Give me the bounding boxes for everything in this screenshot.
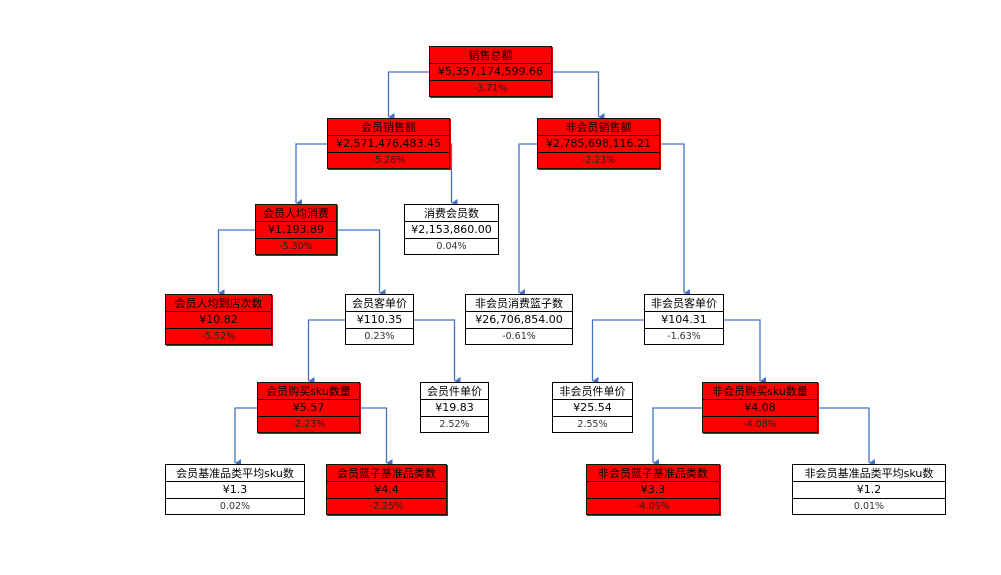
node-value: ¥2,571,476,483.45 — [328, 135, 449, 152]
node-value: ¥10.82 — [166, 311, 271, 328]
connector-arrow — [818, 407, 875, 467]
node-change-percent: -2.23% — [538, 151, 659, 169]
node-change-percent: -4.08% — [703, 415, 817, 433]
node-value: ¥2,153,860.00 — [405, 221, 498, 238]
node-change-percent: -4.09% — [587, 497, 719, 515]
node-title: 会员人均到店次数 — [174, 297, 263, 310]
node-change-percent: -2.25% — [327, 497, 446, 515]
node-value: ¥25.54 — [553, 399, 632, 416]
node-change-percent: -0.61% — [466, 327, 572, 345]
node-title: 会员篮子基准品类数 — [337, 467, 436, 480]
connector-arrow — [591, 319, 644, 385]
connector-arrow — [652, 407, 702, 467]
node-title: 会员人均消费 — [263, 207, 329, 220]
node-title: 会员购买sku数量 — [266, 385, 351, 398]
node-value: ¥4.08 — [703, 399, 817, 416]
node-change-percent: 0.04% — [405, 237, 498, 255]
node-value: ¥4.4 — [327, 481, 446, 498]
node-value: ¥3.3 — [587, 481, 719, 498]
node-title: 非会员基准品类平均sku数 — [804, 467, 934, 480]
connector-arrow — [295, 143, 327, 207]
node-change-percent: 0.02% — [166, 497, 304, 515]
node-change-percent: -3.71% — [430, 79, 551, 97]
node-title: 会员销售额 — [361, 121, 416, 134]
node-member-avg-spend: 会员人均消费¥1,193.89-5.30% — [255, 204, 337, 255]
node-value: ¥104.31 — [645, 311, 723, 328]
node-value: ¥1.2 — [793, 481, 945, 498]
node-value: ¥110.35 — [346, 311, 413, 328]
node-title: 非会员客单价 — [651, 297, 717, 310]
node-value: ¥2,785,698,116.21 — [538, 135, 659, 152]
node-nonmember-sales: 非会员销售额¥2,785,698,116.21-2.23% — [537, 118, 660, 169]
node-title: 销售总额 — [468, 49, 513, 62]
connector-arrow — [387, 71, 429, 121]
node-title: 非会员篮子基准品类数 — [598, 467, 708, 480]
node-title: 非会员件单价 — [559, 385, 626, 398]
node-member-basket-cats: 会员篮子基准品类数¥4.4-2.25% — [326, 464, 447, 515]
connector-arrow — [724, 319, 766, 385]
connector-arrow — [234, 407, 257, 467]
node-change-percent: 2.52% — [421, 415, 488, 433]
node-change-percent: -5.26% — [328, 151, 449, 169]
node-change-percent: -2.23% — [258, 415, 359, 433]
node-value: ¥5.57 — [258, 399, 359, 416]
connector-arrow — [307, 319, 345, 385]
node-title: 会员客单价 — [352, 297, 407, 310]
node-title: 非会员消费篮子数 — [475, 297, 563, 310]
node-change-percent: 2.55% — [553, 415, 632, 433]
node-value: ¥1.3 — [166, 481, 304, 498]
node-title: 消费会员数 — [424, 207, 479, 220]
connector-arrow — [660, 143, 690, 297]
connector-arrow — [450, 143, 458, 207]
connector-arrow — [518, 143, 537, 297]
node-change-percent: -1.63% — [645, 327, 723, 345]
node-title: 会员基准品类平均sku数 — [176, 467, 294, 480]
node-value: ¥26,706,854.00 — [466, 311, 572, 328]
node-value: ¥19.83 — [421, 399, 488, 416]
node-title: 非会员购买sku数量 — [712, 385, 808, 398]
connector-arrow — [414, 319, 461, 385]
connector-arrow — [360, 407, 393, 467]
node-member-sales: 会员销售额¥2,571,476,483.45-5.26% — [327, 118, 450, 169]
node-value: ¥5,357,174,599.66 — [430, 63, 551, 80]
node-nonmember-sku-qty: 非会员购买sku数量¥4.08-4.08% — [702, 382, 818, 433]
node-nonmember-ticket: 非会员客单价¥104.31-1.63% — [644, 294, 724, 345]
node-nonmember-basket-cats: 非会员篮子基准品类数¥3.3-4.09% — [586, 464, 720, 515]
node-total-sales: 销售总额¥5,357,174,599.66-3.71% — [429, 46, 552, 97]
connector-arrow — [337, 229, 386, 297]
connector-arrow — [217, 229, 255, 297]
node-member-sku-qty: 会员购买sku数量¥5.57-2.23% — [257, 382, 360, 433]
node-change-percent: 0.01% — [793, 497, 945, 515]
node-nonmember-baskets: 非会员消费篮子数¥26,706,854.00-0.61% — [465, 294, 573, 345]
node-title: 非会员销售额 — [565, 121, 632, 134]
node-value: ¥1,193.89 — [256, 221, 336, 238]
node-change-percent: 0.23% — [346, 327, 413, 345]
node-change-percent: -5.52% — [166, 327, 271, 345]
node-title: 会员件单价 — [427, 385, 482, 398]
node-change-percent: -5.30% — [256, 237, 336, 255]
node-member-visits: 会员人均到店次数¥10.82-5.52% — [165, 294, 272, 345]
connector-arrow — [552, 71, 605, 121]
